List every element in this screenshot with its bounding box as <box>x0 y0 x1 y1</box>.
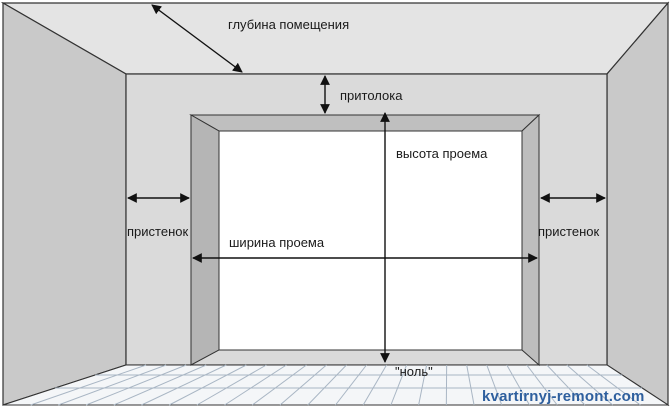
floor-plank-line <box>362 364 387 406</box>
floor-plank-line <box>546 364 586 406</box>
floor-plank-line <box>566 364 613 406</box>
floor-planks <box>30 364 643 406</box>
lintel-label: притолока <box>340 88 403 103</box>
opening-reveal-right <box>521 113 540 367</box>
opening-height-label: высота проема <box>396 146 488 161</box>
site-watermark: kvartirnyj-remont.com <box>482 388 645 405</box>
floor-plank-line <box>141 364 227 406</box>
floor-plank-line <box>506 364 530 406</box>
right-side-wall <box>606 1 669 407</box>
floor-plank-line <box>418 364 428 406</box>
side-wall-right-label: пристенок <box>538 224 600 239</box>
floor-plank-line <box>169 364 247 406</box>
side-wall-left-label: пристенок <box>127 224 189 239</box>
floor-plank-line <box>466 364 475 406</box>
opening-reveal-left <box>190 114 220 366</box>
floor-plank-line <box>335 364 367 406</box>
floor-plank-line <box>586 364 641 406</box>
opening-reveal-top <box>189 114 541 132</box>
room-depth-arrow <box>151 4 243 73</box>
floor-plank-line <box>252 364 307 406</box>
left-side-wall <box>2 1 127 406</box>
floor-plank-line <box>224 364 287 406</box>
floor-plank-line <box>196 364 267 406</box>
floor-plank-line <box>526 364 558 406</box>
room-depth-label: глубина помещения <box>228 17 350 32</box>
floor-plank-line <box>58 364 167 406</box>
floor-plank-line <box>30 364 147 406</box>
floor-plank-line <box>390 364 408 406</box>
floor-plank-line <box>486 364 503 406</box>
floor-plank-line <box>279 364 327 406</box>
floor-plank-line <box>113 364 207 406</box>
zero-level-label: "ноль" <box>395 364 433 379</box>
door-opening <box>218 130 523 351</box>
floor-plank-line <box>307 364 347 406</box>
floor-plank-line <box>85 364 187 406</box>
opening-width-label: ширина проема <box>229 235 325 250</box>
